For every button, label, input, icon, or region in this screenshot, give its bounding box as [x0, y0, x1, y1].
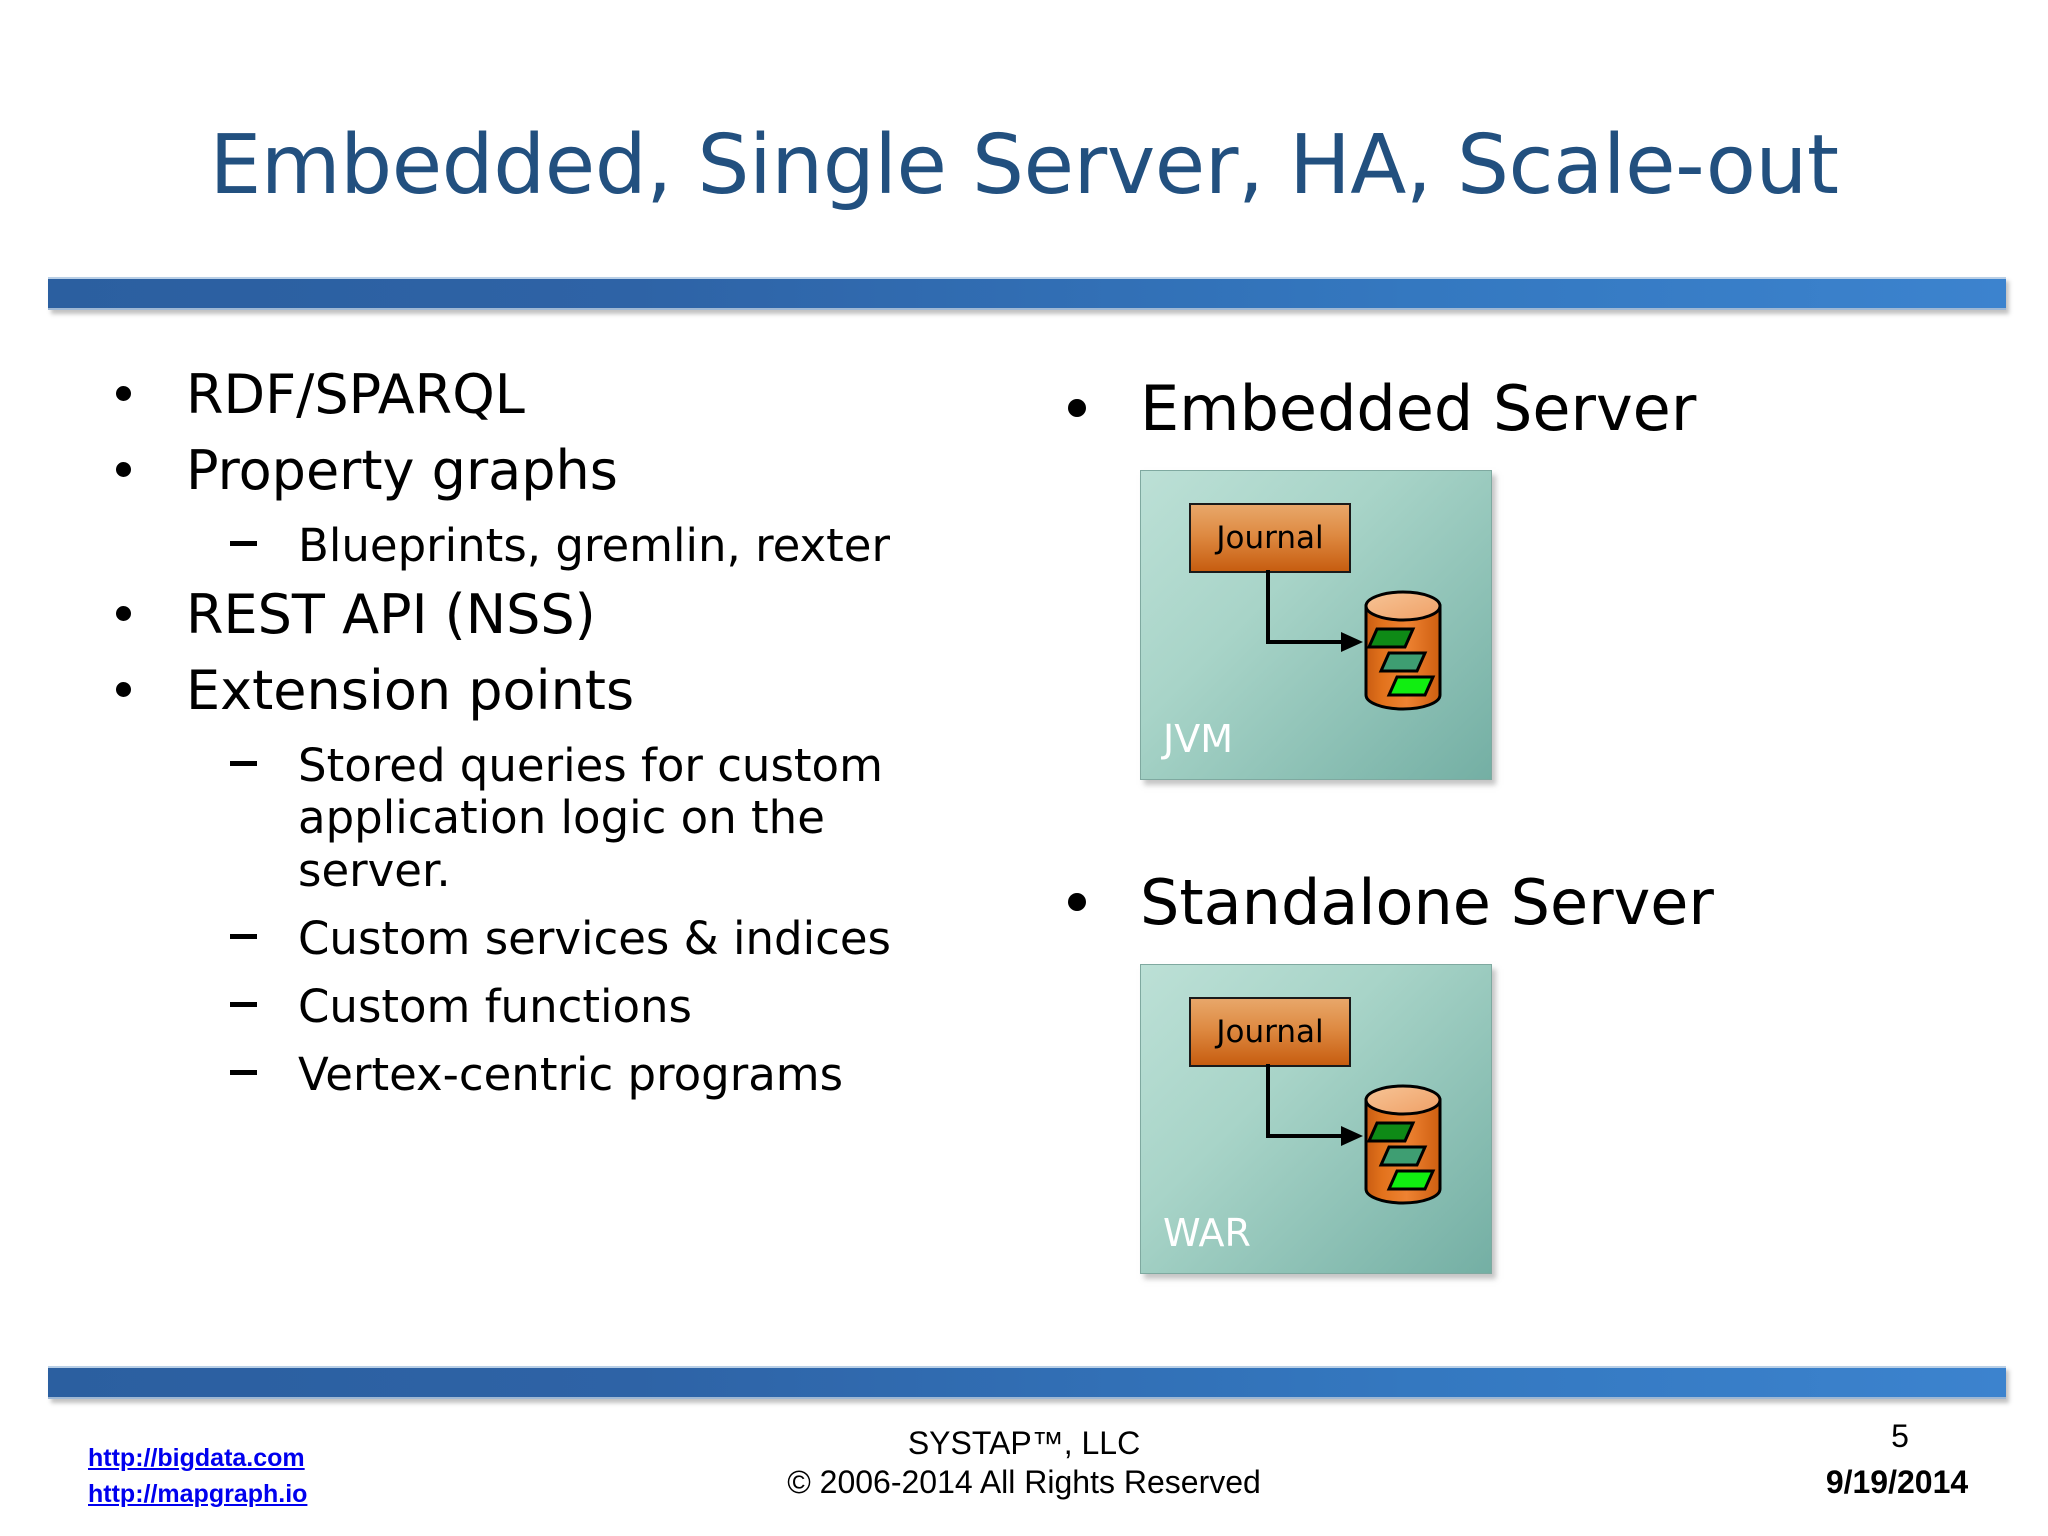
- standalone-server-diagram: Journal: [1140, 964, 1492, 1274]
- footer-divider-bar: [48, 1366, 2006, 1399]
- container-label-jvm: JVM: [1163, 717, 1233, 761]
- list-item-label: RDF/SPARQL: [186, 363, 525, 426]
- list-item-label: Property graphs: [186, 439, 618, 502]
- list-item-label: Vertex-centric programs: [298, 1048, 844, 1102]
- bullet-dot-icon: [116, 682, 131, 697]
- footer-links: http://bigdata.com http://mapgraph.io: [88, 1440, 307, 1513]
- list-item-label: Custom services & indices: [298, 911, 891, 965]
- list-item: REST API (NSS): [108, 588, 988, 642]
- list-item: Custom functions: [108, 979, 988, 1033]
- list-item: Vertex-centric programs: [108, 1049, 988, 1101]
- bullet-dash-icon: [230, 541, 257, 547]
- bullet-dot-icon: [116, 461, 131, 477]
- list-item: Stored queries for custom application lo…: [108, 740, 988, 897]
- link-mapgraph[interactable]: http://mapgraph.io: [88, 1480, 308, 1509]
- journal-box: Journal: [1189, 997, 1351, 1067]
- left-bullet-column: RDF/SPARQL Property graphs Blueprints, g…: [108, 368, 988, 1117]
- slide-date: 9/19/2014: [1825, 1464, 1969, 1500]
- list-item: Blueprints, gremlin, rexter: [108, 519, 988, 572]
- list-item: Extension points: [108, 664, 988, 718]
- bullet-dash-icon: [230, 1070, 257, 1076]
- page-title: Embedded, Single Server, HA, Scale-out: [209, 118, 1839, 213]
- list-item-label: Stored queries for custom application lo…: [298, 739, 883, 897]
- bullet-dot-icon: [116, 385, 131, 401]
- journal-box-label: Journal: [1216, 520, 1324, 556]
- list-item: RDF/SPARQL: [108, 368, 988, 422]
- page-number: 5: [1891, 1418, 1909, 1454]
- embedded-server-diagram: Journal: [1140, 470, 1492, 780]
- section-heading-embedded-server: Embedded Server: [1060, 378, 2000, 440]
- list-item-label: Custom functions: [298, 979, 692, 1033]
- list-item-label: REST API (NSS): [186, 583, 596, 647]
- bullet-dash-icon: [230, 933, 257, 939]
- footer-copyright: © 2006-2014 All Rights Reserved: [787, 1464, 1261, 1501]
- list-item: Property graphs: [108, 444, 988, 498]
- diagram-graphics: [1266, 570, 1442, 711]
- bullet-dot-icon: [1068, 893, 1086, 912]
- section-heading-standalone-server: Standalone Server: [1060, 872, 2000, 934]
- section-heading-label: Embedded Server: [1140, 372, 1697, 445]
- footer-company: SYSTAP™, LLC: [907, 1425, 1141, 1461]
- list-item: Custom services & indices: [108, 911, 988, 965]
- title-divider-bar: [48, 277, 2006, 310]
- right-diagram-column: Embedded Server Journal: [1060, 378, 2000, 1274]
- footer-copyright-block: SYSTAP™, LLC © 2006-2014 All Rights Rese…: [0, 1424, 2048, 1502]
- list-item-label: Extension points: [186, 659, 635, 723]
- bullet-dash-icon: [230, 1002, 257, 1008]
- bullet-dot-icon: [1068, 399, 1086, 418]
- link-bigdata[interactable]: http://bigdata.com: [88, 1444, 305, 1472]
- diagram-graphics: [1266, 1064, 1442, 1205]
- bullet-dash-icon: [230, 761, 257, 767]
- section-heading-label: Standalone Server: [1140, 866, 1714, 939]
- journal-box: Journal: [1189, 503, 1351, 573]
- list-item-label: Blueprints, gremlin, rexter: [298, 519, 890, 572]
- bullet-dot-icon: [116, 606, 131, 621]
- container-label-war: WAR: [1163, 1211, 1251, 1255]
- journal-box-label: Journal: [1216, 1014, 1324, 1050]
